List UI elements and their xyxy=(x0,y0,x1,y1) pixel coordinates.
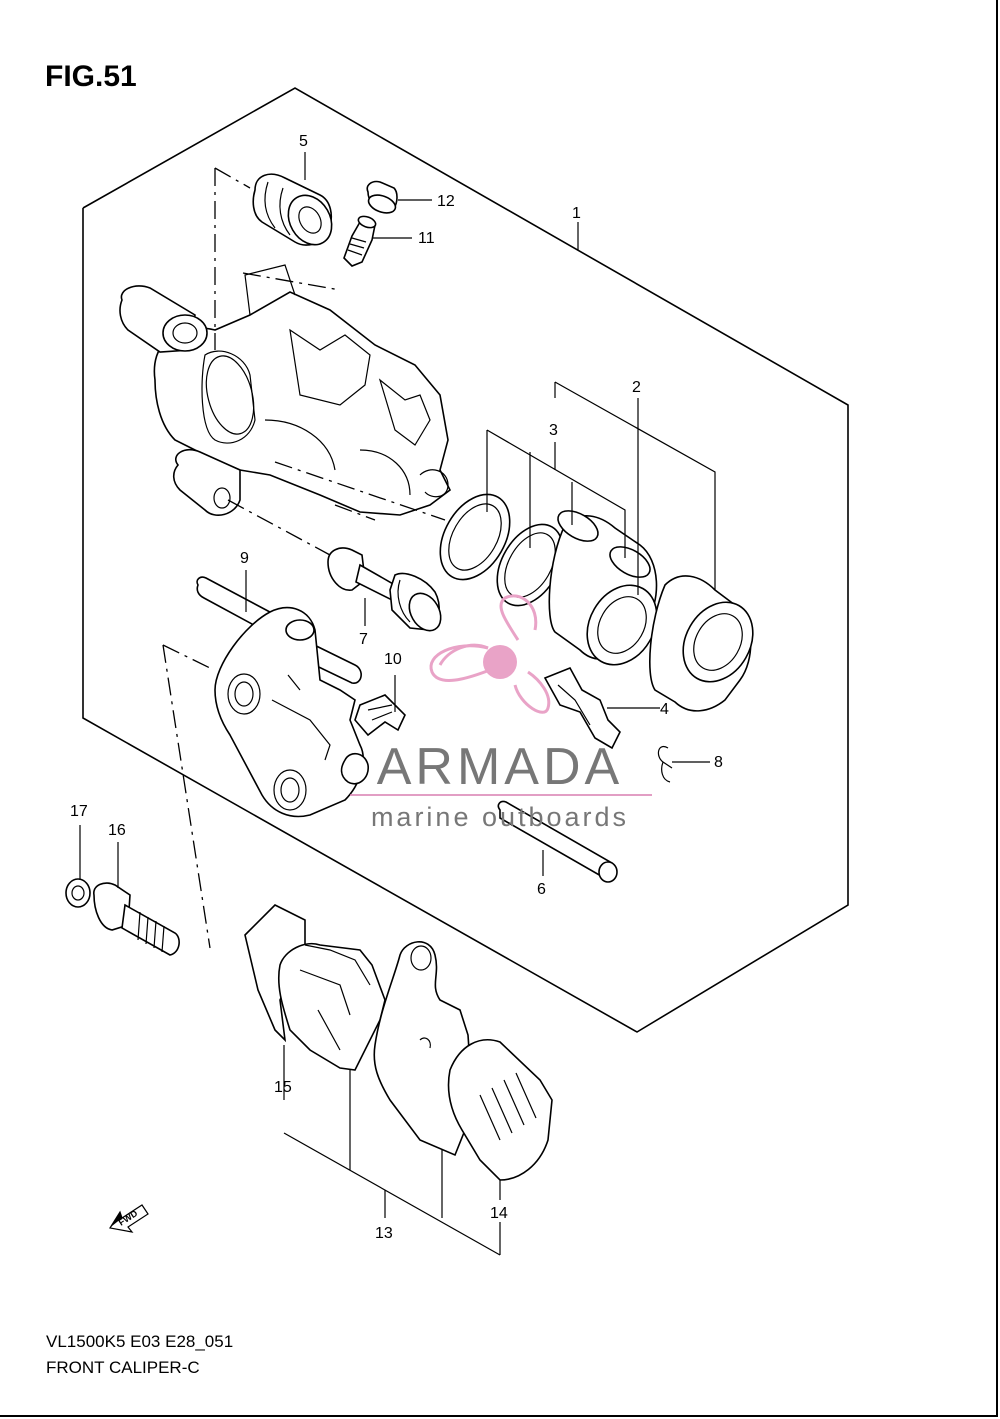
callout-8: 8 xyxy=(714,754,723,771)
callout-12: 12 xyxy=(437,193,455,210)
callout-labels: 1 2 3 4 5 6 7 8 9 10 11 12 13 14 15 16 1… xyxy=(70,133,723,1242)
callout-17: 17 xyxy=(70,803,88,820)
caliper-pin-boss xyxy=(119,285,208,353)
part-3-seals xyxy=(439,493,564,607)
part-12-bleeder-cap xyxy=(366,180,398,214)
assembly-boundary xyxy=(82,87,849,1033)
part-7-slide-pin xyxy=(327,547,442,632)
brake-pads xyxy=(244,904,553,1181)
part-11-bleeder-valve xyxy=(343,215,377,267)
figure-name: FRONT CALIPER-C xyxy=(46,1358,200,1377)
watermark-brand: ARMADA xyxy=(377,738,623,796)
callout-15: 15 xyxy=(274,1079,292,1096)
watermark-tagline: marine outboards xyxy=(371,802,629,832)
callout-6: 6 xyxy=(537,881,546,898)
callout-3: 3 xyxy=(549,422,558,439)
callout-9: 9 xyxy=(240,550,249,567)
callout-11: 11 xyxy=(418,230,435,247)
callout-1: 1 xyxy=(572,205,581,222)
callout-16: 16 xyxy=(108,822,126,839)
part-17-washer xyxy=(65,878,91,908)
callout-5: 5 xyxy=(299,133,308,150)
part-6-pad-pin xyxy=(497,800,618,883)
caliper-body xyxy=(153,264,452,516)
part-8-clip xyxy=(657,746,673,783)
callout-14: 14 xyxy=(490,1205,508,1222)
callout-10: 10 xyxy=(384,651,402,668)
part-9-bracket xyxy=(196,576,369,818)
figure-code: VL1500K5 E03 E28_051 xyxy=(46,1332,234,1351)
callout-7: 7 xyxy=(359,631,368,648)
watermark: ARMADA marine outboards xyxy=(350,594,652,832)
part-4-pad-spring xyxy=(543,666,621,750)
part-16-bolt xyxy=(93,882,180,956)
guide-lines xyxy=(162,167,446,949)
part-5-boot xyxy=(252,173,333,246)
callout-13: 13 xyxy=(375,1225,393,1242)
fwd-arrow-icon: FWD xyxy=(109,1204,149,1233)
leader-lines xyxy=(79,152,716,1256)
callout-4: 4 xyxy=(660,701,669,718)
figure-title: FIG.51 xyxy=(45,60,137,93)
part-2-pistons xyxy=(548,510,754,712)
callout-2: 2 xyxy=(632,379,641,396)
part-10-spring-clip xyxy=(354,694,406,737)
propeller-logo-icon xyxy=(429,594,551,714)
